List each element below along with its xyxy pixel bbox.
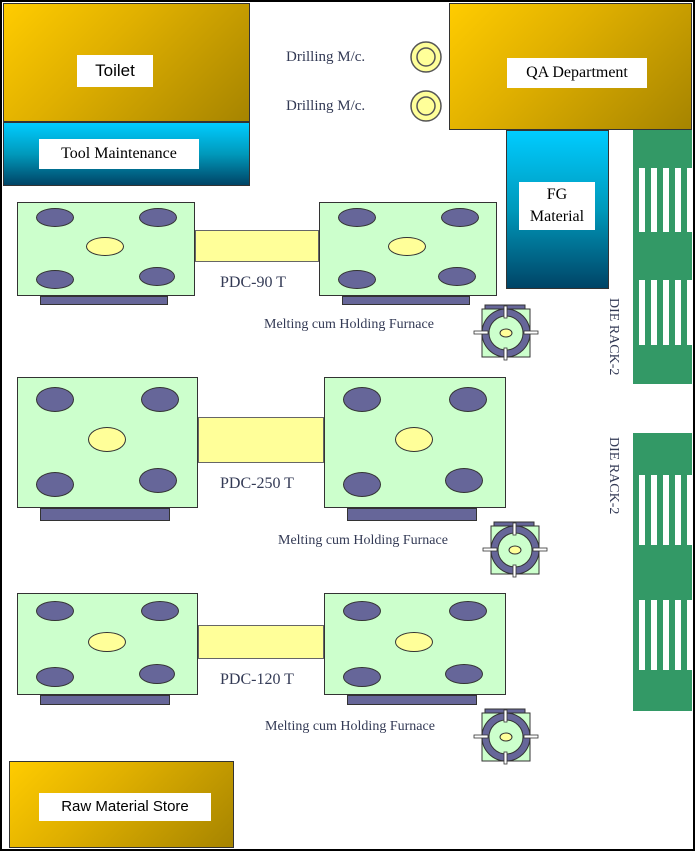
die-core xyxy=(86,237,124,256)
machine-base xyxy=(342,296,470,305)
die-rack xyxy=(633,433,692,711)
fg-material-label: FG Material xyxy=(519,182,595,230)
rack-slot xyxy=(639,168,645,232)
cylinder xyxy=(139,664,175,684)
rack-slot xyxy=(651,475,657,545)
cylinder xyxy=(36,601,74,621)
cylinder xyxy=(36,472,74,497)
machine-base xyxy=(40,508,170,521)
cylinder xyxy=(343,667,381,687)
rack-slot xyxy=(687,168,692,232)
cylinder xyxy=(36,387,74,412)
machine-platen-left xyxy=(17,377,198,508)
rack-slot xyxy=(675,280,681,345)
cylinder xyxy=(343,601,381,621)
machine-tie-bar xyxy=(198,625,324,659)
machine-platen-left xyxy=(17,593,198,695)
rack-slot xyxy=(651,280,657,345)
fg-material-label-line1: FG xyxy=(546,186,568,203)
tool-maintenance-label: Tool Maintenance xyxy=(39,139,199,169)
qa-department-label: QA Department xyxy=(507,58,647,88)
machine-tie-bar xyxy=(198,417,324,463)
furnace-icon xyxy=(482,518,548,578)
cylinder xyxy=(36,667,74,687)
toilet-room xyxy=(3,3,250,122)
cylinder xyxy=(343,387,381,412)
cylinder xyxy=(141,387,179,412)
cylinder xyxy=(139,208,177,227)
die-core xyxy=(88,632,126,652)
machine-platen-right xyxy=(324,377,506,508)
drilling-machine-icon xyxy=(409,40,443,74)
die-core xyxy=(395,427,433,452)
cylinder xyxy=(36,208,74,227)
machine-label: PDC-250 T xyxy=(220,475,294,492)
die-core xyxy=(88,427,126,452)
drilling-machine-icon xyxy=(409,89,443,123)
cylinder xyxy=(36,270,74,289)
die-rack-label: DIE RACK-2 xyxy=(606,298,621,376)
die-rack xyxy=(633,130,692,384)
cylinder xyxy=(438,267,476,286)
rack-slot xyxy=(651,600,657,670)
rack-slot xyxy=(687,475,692,545)
machine-platen-right xyxy=(324,593,506,695)
rack-slot xyxy=(675,168,681,232)
fg-material-label-line2: Material xyxy=(529,208,585,225)
machine-base xyxy=(347,508,477,521)
die-core xyxy=(395,632,433,652)
machine-base xyxy=(347,695,477,705)
drilling-machine-label: Drilling M/c. xyxy=(286,49,366,65)
rack-slot xyxy=(639,475,645,545)
cylinder xyxy=(343,472,381,497)
cylinder xyxy=(449,387,487,412)
drilling-machine-label: Drilling M/c. xyxy=(286,98,366,114)
rack-slot xyxy=(651,168,657,232)
furnace-label: Melting cum Holding Furnace xyxy=(264,317,434,332)
machine-platen-right xyxy=(319,202,497,296)
rack-slot xyxy=(687,280,692,345)
machine-platen-left xyxy=(17,202,195,296)
cylinder xyxy=(441,208,479,227)
machine-base xyxy=(40,695,170,705)
furnace-label: Melting cum Holding Furnace xyxy=(278,533,448,548)
rack-slot xyxy=(663,600,669,670)
cylinder xyxy=(338,208,376,227)
toilet-label: Toilet xyxy=(77,55,153,87)
rack-slot xyxy=(687,600,692,670)
die-core xyxy=(388,237,426,256)
cylinder xyxy=(139,267,175,286)
machine-tie-bar xyxy=(195,230,319,262)
rack-slot xyxy=(639,280,645,345)
cylinder xyxy=(449,601,487,621)
rack-slot xyxy=(663,475,669,545)
furnace-icon xyxy=(473,705,539,765)
rack-slot xyxy=(663,280,669,345)
machine-label: PDC-90 T xyxy=(220,274,286,291)
cylinder xyxy=(139,468,177,493)
cylinder xyxy=(338,270,376,289)
cylinder xyxy=(445,468,483,493)
machine-base xyxy=(40,296,168,305)
rack-slot xyxy=(663,168,669,232)
cylinder xyxy=(141,601,179,621)
rack-slot xyxy=(639,600,645,670)
cylinder xyxy=(445,664,483,684)
furnace-icon xyxy=(473,301,539,361)
furnace-label: Melting cum Holding Furnace xyxy=(265,719,435,734)
die-rack-label: DIE RACK-2 xyxy=(606,437,621,515)
raw-material-store-label: Raw Material Store xyxy=(39,793,211,821)
machine-label: PDC-120 T xyxy=(220,671,294,688)
rack-slot xyxy=(675,475,681,545)
rack-slot xyxy=(675,600,681,670)
